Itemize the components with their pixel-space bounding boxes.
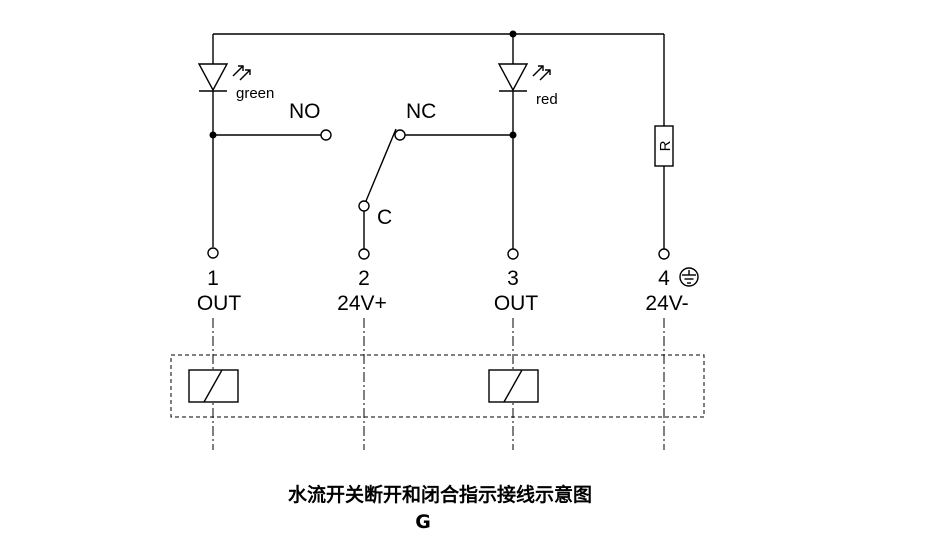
terminal-4 [658,248,670,260]
terminal-1 [207,247,219,259]
switch-lever [365,128,397,202]
terminal-4-number: 4 [658,267,670,290]
relay-coil-1-icon [188,369,239,403]
junction-col3 [509,131,517,139]
enclosure-outline [170,354,705,418]
terminal-3-number: 3 [507,267,519,290]
terminal-4-function: 24V- [645,292,688,315]
terminal-2-function: 24V+ [337,292,387,315]
nc-contact [394,129,406,141]
diagram-caption: 水流开关断开和闭合指示接线示意图 [288,483,592,506]
terminal-1-function: OUT [197,292,242,315]
terminal-3-function: OUT [494,292,539,315]
diagram-caption-subtitle: G [415,511,431,533]
terminal-2-number: 2 [358,267,370,290]
terminal-1-number: 1 [207,267,219,290]
ground-symbol-icon [679,267,699,287]
no-contact [320,129,332,141]
nc-label: NC [406,100,436,123]
red-label: red [536,91,558,108]
terminal-2 [358,248,370,260]
relay-coil-2-icon [488,369,539,403]
green-label: green [236,85,274,102]
c-label: C [377,206,392,229]
no-label: NO [289,100,321,123]
terminal-3 [507,248,519,260]
red-led-icon [497,63,551,92]
common-contact [358,200,370,212]
resistor-label: R [657,140,674,151]
